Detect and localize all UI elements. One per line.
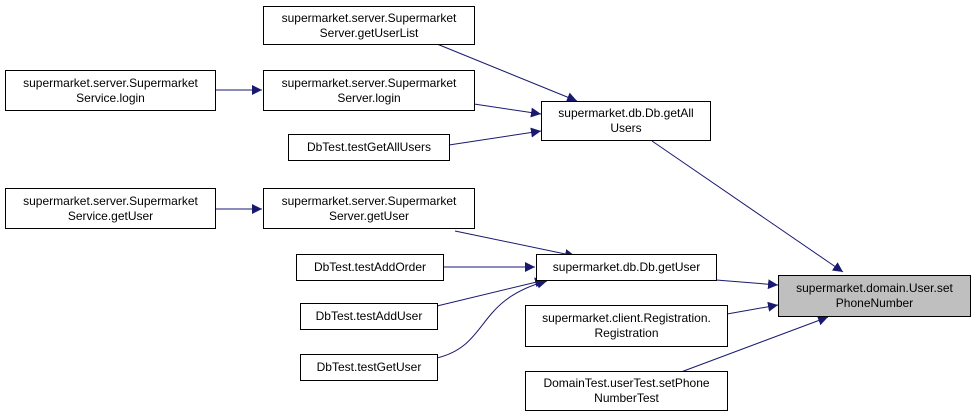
node-label-line1: DbTest.testGetAllUsers — [306, 140, 432, 154]
node-server-login[interactable]: supermarket.server.Supermarket Server.lo… — [263, 70, 475, 111]
edge-testgetallusers-to-getallusers — [448, 127, 542, 146]
node-label-line2: Service.login — [76, 90, 145, 105]
node-label-line1: supermarket.server.Supermarket — [23, 193, 198, 208]
node-server-getuser[interactable]: supermarket.server.Supermarket Server.ge… — [263, 188, 475, 229]
edge-domaintest-to-target — [680, 315, 829, 373]
node-label-line2: Server.getUser — [328, 208, 410, 223]
node-label-line2: Service.getUser — [67, 208, 154, 223]
node-label-line1: DbTest.testAddUser — [315, 309, 423, 323]
node-label-line1: supermarket.client.Registration. — [542, 311, 711, 325]
node-db-getuser[interactable]: supermarket.db.Db.getUser — [536, 254, 717, 281]
node-dbtest-testgetallusers[interactable]: DbTest.testGetAllUsers — [288, 134, 450, 161]
node-label-line2: Users — [610, 121, 642, 135]
node-label-line2: Server.login — [337, 90, 401, 105]
edge-servergetuser-to-dbgetuser — [454, 230, 576, 259]
edge-getallusers-to-target — [651, 140, 844, 273]
node-label-line2: PhoneNumber — [835, 296, 914, 310]
edge-getuserlist-to-getallusers — [436, 43, 578, 102]
node-label-line1: supermarket.server.Supermarket — [281, 75, 457, 90]
node-dbtest-testgetuser[interactable]: DbTest.testGetUser — [300, 354, 438, 381]
node-dbtest-testadduser[interactable]: DbTest.testAddUser — [300, 303, 438, 330]
node-label-line1: supermarket.server.Supermarket — [281, 10, 457, 25]
node-label-line1: supermarket.db.Db.getUser — [552, 260, 701, 274]
node-label-line2: NumberTest — [594, 391, 659, 405]
node-label-line1: supermarket.db.Db.getAll — [558, 106, 694, 120]
node-label-line1: DbTest.testAddOrder — [313, 260, 427, 274]
node-label-line1: supermarket.domain.User.set — [796, 281, 953, 295]
node-target-user-setphonenumber: supermarket.domain.User.set PhoneNumber — [778, 275, 971, 317]
node-domaintest-setphonenumbertest[interactable]: DomainTest.userTest.setPhone NumberTest — [525, 371, 728, 411]
edge-serverlogin-to-getallusers — [473, 103, 542, 118]
edge-registration-to-target — [726, 301, 779, 315]
node-label-line1: supermarket.server.Supermarket — [23, 75, 198, 90]
edge-testadduser-to-dbgetuser — [436, 277, 546, 307]
edge-testgetuser-to-dbgetuser — [436, 278, 548, 359]
node-label-line1: DbTest.testGetUser — [316, 360, 422, 374]
node-dbtest-testaddorder[interactable]: DbTest.testAddOrder — [296, 254, 444, 281]
node-db-getallusers[interactable]: supermarket.db.Db.getAll Users — [541, 101, 711, 141]
edge-dbgetuser-to-target — [715, 279, 779, 290]
node-label-line1: supermarket.server.Supermarket — [281, 193, 457, 208]
node-label-line2: Server.getUserList — [319, 25, 419, 40]
node-service-getuser[interactable]: supermarket.server.Supermarket Service.g… — [5, 188, 216, 229]
node-server-getuserlist[interactable]: supermarket.server.Supermarket Server.ge… — [263, 6, 475, 45]
node-client-registration[interactable]: supermarket.client.Registration. Registr… — [525, 305, 728, 347]
node-label-line1: DomainTest.userTest.setPhone — [543, 376, 710, 390]
node-label-line2: Registration — [594, 326, 659, 340]
node-service-login[interactable]: supermarket.server.Supermarket Service.l… — [5, 70, 216, 111]
